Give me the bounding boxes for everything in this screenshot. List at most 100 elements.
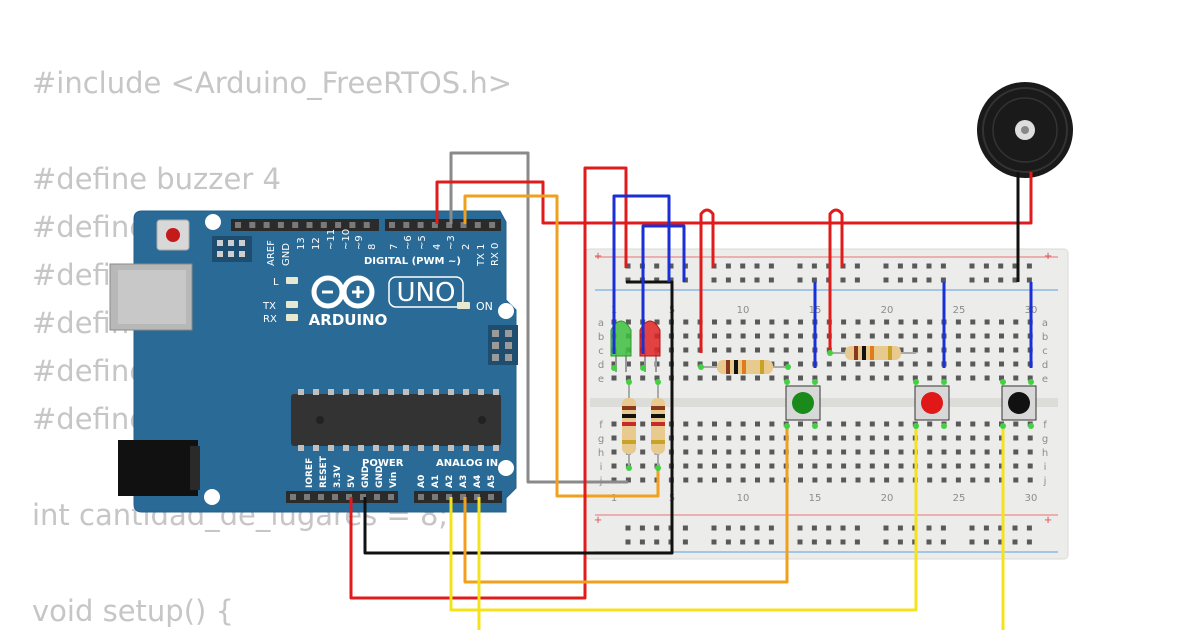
- pin-label: 3.3V: [333, 465, 343, 488]
- breadboard-hole: [826, 463, 832, 469]
- breadboard-hole: [726, 477, 732, 483]
- icsp-header: [212, 236, 252, 262]
- breadboard-hole: [1013, 347, 1019, 353]
- header-pin: [320, 222, 327, 228]
- row-letter: h: [598, 448, 604, 459]
- row-letter: c: [1042, 346, 1048, 357]
- breadboard-hole: [826, 539, 832, 545]
- arduino-uno-board: AREF GND 13 12 ~11 ~10 ~9 8 7 ~6 ~5 4 ~3…: [109, 210, 518, 513]
- breadboard-hole: [1013, 333, 1019, 339]
- breadboard-hole: [811, 525, 817, 531]
- breadboard-hole: [654, 277, 660, 283]
- breadboard-hole: [883, 539, 889, 545]
- breadboard-hole: [1013, 463, 1019, 469]
- on-label: ON: [476, 300, 493, 313]
- breadboard-hole: [740, 263, 746, 269]
- push-button-black[interactable]: [1001, 385, 1037, 421]
- breadboard-hole: [999, 347, 1004, 353]
- row-letter: a: [1042, 318, 1048, 329]
- breadboard-hole: [826, 421, 832, 427]
- breadboard-hole: [984, 463, 990, 469]
- breadboard-hole: [854, 525, 860, 531]
- breadboard-hole: [884, 361, 890, 367]
- tx-led-label: TX: [262, 301, 276, 312]
- row-letter: j: [1043, 476, 1047, 487]
- pin-label: ~11: [326, 229, 337, 250]
- breadboard-hole: [639, 539, 645, 545]
- breadboard-hole: [711, 539, 717, 545]
- breadboard-hole: [941, 463, 947, 469]
- breadboard-hole: [955, 319, 961, 325]
- header-pin: [304, 494, 310, 500]
- breadboard-hole: [940, 263, 946, 269]
- pin-label: GND: [361, 466, 371, 488]
- pin-label: RX 0: [490, 243, 501, 266]
- breadboard-hole: [725, 263, 731, 269]
- breadboard-hole: [755, 463, 760, 469]
- breadboard-hole: [640, 449, 646, 455]
- arduino-brand-label: ARDUINO: [309, 311, 388, 329]
- power-header: [286, 491, 398, 503]
- row-letter: b: [1042, 332, 1048, 343]
- pin-label: A2: [445, 475, 455, 488]
- breadboard-hole: [969, 525, 975, 531]
- push-button-green[interactable]: [785, 385, 821, 421]
- breadboard-hole: [683, 333, 689, 339]
- breadboard-hole: [811, 277, 817, 283]
- breadboard-hole: [683, 449, 689, 455]
- breadboard-hole: [927, 449, 933, 455]
- breadboard-hole: [755, 319, 760, 325]
- breadboard-hole: [755, 375, 760, 381]
- pin-label: A0: [417, 475, 427, 488]
- breadboard-hole: [898, 435, 904, 441]
- breadboard-hole: [998, 539, 1004, 545]
- breadboard-hole: [611, 375, 617, 381]
- rx-led-label: RX: [263, 314, 277, 325]
- breadboard-hole: [798, 347, 803, 353]
- wire-red-5v: [349, 166, 628, 600]
- header-pin: [417, 222, 424, 228]
- breadboard-hole: [1012, 539, 1018, 545]
- pin-label: 8: [367, 244, 378, 250]
- row-letter: i: [600, 462, 603, 473]
- breadboard-hole: [712, 347, 717, 353]
- breadboard-hole: [841, 375, 847, 381]
- breadboard-hole: [927, 435, 933, 441]
- breadboard-hole: [884, 435, 890, 441]
- breadboard-hole: [683, 463, 689, 469]
- breadboard-hole: [1013, 361, 1019, 367]
- breadboard-hole: [841, 333, 847, 339]
- breadboard-hole: [639, 525, 645, 531]
- push-button-red[interactable]: [914, 385, 950, 421]
- breadboard-hole: [854, 539, 860, 545]
- breadboard-hole: [826, 375, 832, 381]
- breadboard-hole: [798, 361, 803, 367]
- breadboard-hole: [611, 463, 617, 469]
- breadboard-hole: [969, 277, 975, 283]
- header-pin: [263, 222, 270, 228]
- breadboard-hole: [769, 421, 775, 427]
- breadboard-hole: [869, 333, 875, 339]
- breadboard-hole: [740, 333, 746, 339]
- breadboard-hole: [712, 449, 717, 455]
- breadboard-hole: [897, 277, 903, 283]
- breadboard-hole: [983, 539, 989, 545]
- pin-label: ~10: [341, 229, 352, 250]
- breadboard-hole: [1013, 421, 1019, 427]
- breadboard-hole: [797, 277, 803, 283]
- breadboard-hole: [840, 277, 846, 283]
- breadboard-hole: [683, 477, 689, 483]
- power-header-label: POWER: [362, 458, 404, 469]
- breadboard-hole: [898, 375, 904, 381]
- column-number: 25: [953, 493, 966, 504]
- breadboard-hole: [840, 539, 846, 545]
- breadboard-hole: [711, 277, 717, 283]
- breadboard-hole: [625, 539, 631, 545]
- breadboard-hole: [811, 263, 817, 269]
- row-letter: g: [598, 434, 604, 445]
- breadboard-hole: [855, 449, 861, 455]
- power-jack: [118, 440, 198, 496]
- row-letter: f: [599, 420, 603, 431]
- breadboard-hole: [884, 319, 890, 325]
- breadboard-hole: [1013, 449, 1019, 455]
